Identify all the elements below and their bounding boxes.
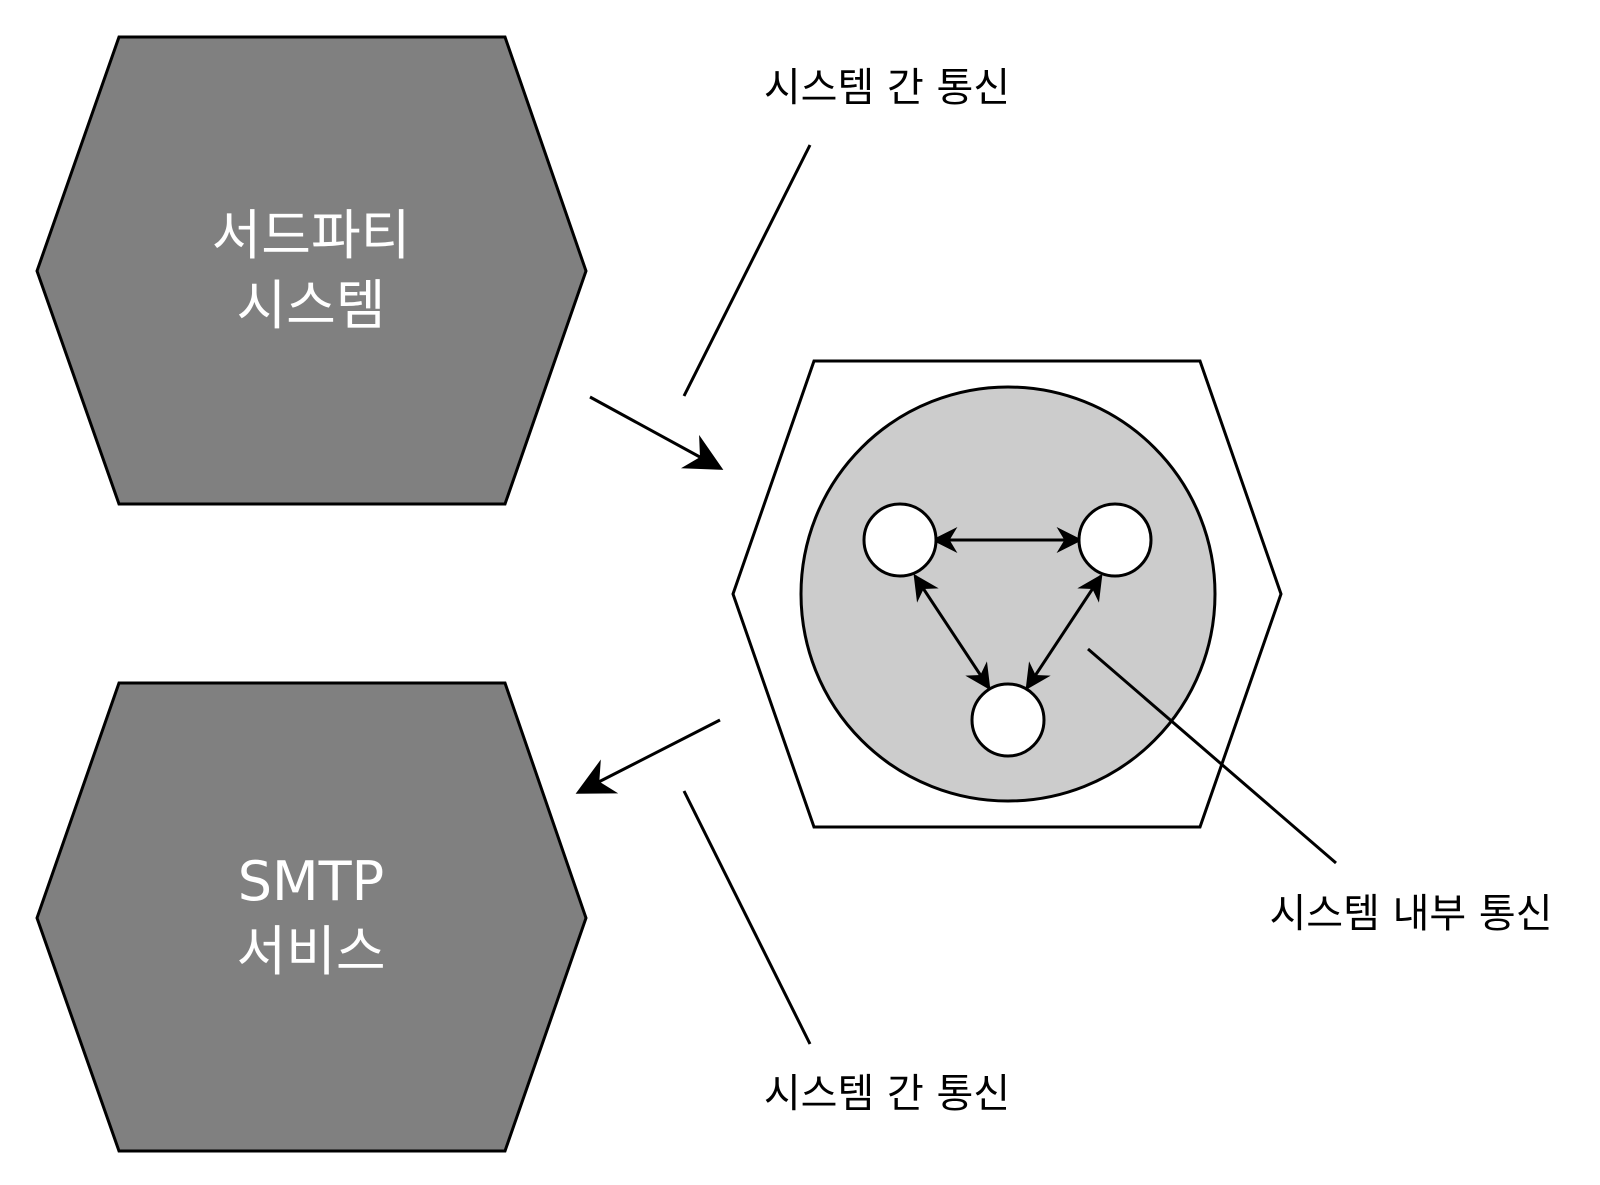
internal-system-circle	[799, 385, 1217, 803]
smtp-service-label-line1: SMTP	[238, 850, 384, 913]
third-party-system-label-line1: 서드파티	[212, 204, 411, 267]
smtp-service-hexagon	[35, 681, 588, 1153]
third-party-system-hexagon	[35, 35, 588, 506]
inbound-arrow	[589, 395, 724, 470]
internal-system	[731, 359, 1283, 829]
third-party-system: 서드파티 시스템	[35, 35, 588, 506]
inter-system-bottom-callout-line	[682, 790, 812, 1045]
outbound-arrow	[575, 718, 721, 794]
intra-system-callout-line	[1087, 647, 1337, 865]
intra-system-label: 시스템 내부 통신	[1269, 891, 1552, 937]
internal-node-3	[970, 682, 1046, 758]
internal-node-2	[1077, 502, 1153, 578]
smtp-service: SMTP 서비스	[35, 681, 588, 1153]
inter-system-bottom-label: 시스템 간 통신	[764, 1071, 1010, 1117]
internal-arrow-right	[1025, 573, 1103, 691]
smtp-service-label-line2: 서비스	[236, 920, 385, 983]
internal-node-1	[862, 502, 938, 578]
inter-system-top-label: 시스템 간 통신	[764, 65, 1010, 111]
inter-system-top-callout-line	[682, 144, 812, 397]
internal-arrow-left	[913, 573, 991, 691]
third-party-system-label-line2: 시스템	[236, 274, 385, 337]
